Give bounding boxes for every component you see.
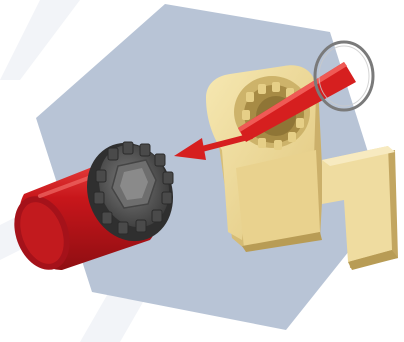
diagram-stage [0, 0, 404, 342]
exploded-part-illustration [0, 0, 404, 342]
